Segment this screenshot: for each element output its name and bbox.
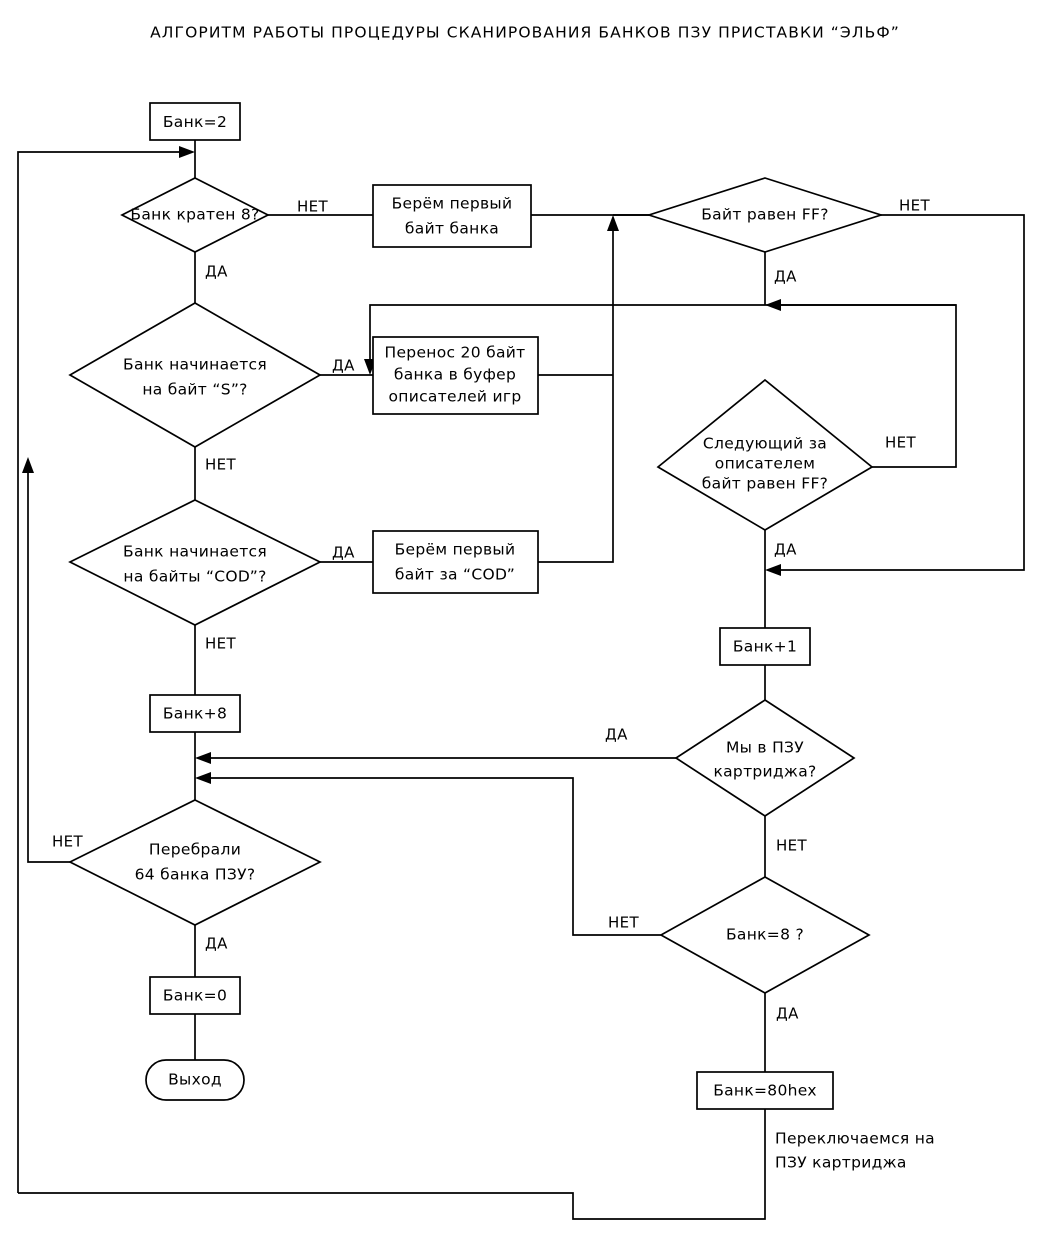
process-box bbox=[372, 336, 539, 415]
arrowhead-cod-up bbox=[607, 215, 619, 231]
node-process-bank-plus8[interactable]: Банк+8 bbox=[149, 694, 241, 733]
node-process-first-byte[interactable]: Берём первый байт банка bbox=[372, 184, 532, 248]
node-label: Банк=2 bbox=[163, 113, 227, 131]
node-decision-multiple8[interactable]: Банк кратен 8? bbox=[120, 177, 270, 253]
node-label-line1: Берём первый bbox=[395, 541, 516, 559]
node-label-line1: Перенос 20 байт bbox=[385, 344, 526, 362]
node-label-line3: описателей игр bbox=[389, 388, 522, 406]
branch-label-byteff-yes: ДА bbox=[774, 268, 797, 286]
process-box bbox=[149, 102, 241, 141]
node-label-line1: Мы в ПЗУ bbox=[726, 739, 804, 757]
connector-layer bbox=[17, 140, 1025, 1220]
process-box bbox=[149, 976, 241, 1015]
node-label: Банк кратен 8? bbox=[130, 206, 259, 224]
node-start-bank2[interactable]: Банк=2 bbox=[149, 102, 241, 141]
node-label: Банк=8 ? bbox=[726, 926, 804, 944]
node-decision-byte-ff[interactable]: Байт равен FF? bbox=[646, 177, 884, 253]
node-label-line1: Банк начинается bbox=[123, 356, 267, 374]
branch-label-bankeq8-no: НЕТ bbox=[608, 914, 640, 932]
branch-label-scanned64-no: НЕТ bbox=[52, 833, 84, 851]
conn-byteff-no bbox=[778, 214, 1025, 571]
node-decision-bank-eq8[interactable]: Банк=8 ? bbox=[659, 876, 871, 994]
decision-diamond bbox=[68, 302, 322, 448]
node-label: Банк=0 bbox=[163, 987, 227, 1005]
branch-label-starts-cod-no: НЕТ bbox=[205, 635, 237, 653]
annotation-line2: ПЗУ картриджа bbox=[775, 1154, 907, 1172]
annotation-switch-to-cart-rom: Переключаемся на ПЗУ картриджа bbox=[775, 1130, 935, 1172]
process-box bbox=[719, 627, 811, 666]
process-box bbox=[372, 184, 532, 248]
branch-label-starts-cod-yes: ДА bbox=[332, 544, 355, 562]
node-label: Байт равен FF? bbox=[701, 206, 829, 224]
decision-diamond bbox=[68, 499, 322, 626]
terminator-box bbox=[145, 1059, 245, 1101]
branch-label-scanned64-yes: ДА bbox=[205, 935, 228, 953]
node-label-line1: Берём первый bbox=[392, 195, 513, 213]
branch-label-multiple8-yes: ДА bbox=[205, 263, 228, 281]
decision-diamond bbox=[656, 378, 874, 531]
conn-outer-loop-to-start bbox=[17, 151, 182, 1193]
process-box bbox=[372, 530, 539, 594]
node-label: Выход bbox=[168, 1071, 222, 1089]
node-label-line2: на байты “COD”? bbox=[123, 568, 266, 586]
node-label-line2: байт банка bbox=[405, 220, 499, 238]
decision-diamond bbox=[659, 876, 871, 994]
node-process-bank80hex[interactable]: Банк=80hex bbox=[696, 1071, 834, 1110]
conn-bankeq8-no bbox=[208, 777, 676, 936]
node-label-line2: байт за “COD” bbox=[395, 566, 515, 584]
decision-diamond bbox=[674, 698, 856, 818]
node-process-copy20[interactable]: Перенос 20 байт банка в буфер описателей… bbox=[372, 336, 539, 415]
node-label-line2: описателем bbox=[715, 455, 815, 473]
arrowhead-outer-loop bbox=[179, 146, 195, 158]
arrowhead-byteff-no bbox=[765, 564, 781, 576]
branch-label-incart-yes: ДА bbox=[605, 726, 628, 744]
conn-bank80hex-return bbox=[18, 1109, 766, 1220]
node-label: Банк+8 bbox=[163, 705, 227, 723]
node-label-line2: банка в буфер bbox=[394, 366, 516, 384]
node-decision-scanned64[interactable]: Перебрали 64 банка ПЗУ? bbox=[68, 799, 322, 926]
node-process-bank-plus1[interactable]: Банк+1 bbox=[719, 627, 811, 666]
conn-firstafter-cod-up bbox=[538, 228, 614, 563]
node-decision-starts-cod[interactable]: Банк начинается на байты “COD”? bbox=[68, 499, 322, 626]
branch-label-nextff-no: НЕТ bbox=[885, 434, 917, 452]
process-box bbox=[149, 694, 241, 733]
conn-scanned64-no bbox=[27, 470, 120, 863]
branch-label-byteff-no: НЕТ bbox=[899, 197, 931, 215]
node-process-first-after-cod[interactable]: Берём первый байт за “COD” bbox=[372, 530, 539, 594]
node-label-line2: картриджа? bbox=[713, 763, 816, 781]
diagram-title: АЛГОРИТМ РАБОТЫ ПРОЦЕДУРЫ СКАНИРОВАНИЯ Б… bbox=[150, 24, 900, 42]
node-label-line2: на байт “S”? bbox=[142, 381, 247, 399]
arrowhead-bankeq8-no bbox=[195, 772, 211, 784]
branch-label-starts-s-no: НЕТ bbox=[205, 456, 237, 474]
annotation-line1: Переключаемся на bbox=[775, 1130, 935, 1148]
branch-label-nextff-yes: ДА bbox=[774, 541, 797, 559]
node-label: Банк=80hex bbox=[713, 1082, 817, 1100]
branch-label-multiple8-no: НЕТ bbox=[297, 198, 329, 216]
decision-diamond bbox=[646, 177, 884, 253]
decision-diamond bbox=[68, 799, 322, 926]
branch-label-incart-no: НЕТ bbox=[776, 837, 808, 855]
node-label-line1: Банк начинается bbox=[123, 543, 267, 561]
process-box bbox=[696, 1071, 834, 1110]
node-terminator-exit[interactable]: Выход bbox=[145, 1059, 245, 1101]
node-decision-starts-s[interactable]: Банк начинается на байт “S”? bbox=[68, 302, 322, 448]
arrowhead-scanned64-no bbox=[22, 457, 34, 473]
node-label-line2: 64 банка ПЗУ? bbox=[135, 866, 256, 884]
arrowhead-incart-yes bbox=[195, 752, 211, 764]
node-process-bank0[interactable]: Банк=0 bbox=[149, 976, 241, 1015]
branch-label-starts-s-yes: ДА bbox=[332, 357, 355, 375]
node-label-line1: Следующий за bbox=[703, 435, 827, 453]
node-label: Банк+1 bbox=[733, 638, 797, 656]
decision-diamond bbox=[120, 177, 270, 253]
node-label-line3: байт равен FF? bbox=[702, 475, 828, 493]
node-label-line1: Перебрали bbox=[149, 841, 241, 859]
node-decision-in-cart-rom[interactable]: Мы в ПЗУ картриджа? bbox=[674, 698, 856, 818]
conn-return-to-copy20 bbox=[369, 304, 956, 362]
branch-label-bankeq8-yes: ДА bbox=[776, 1005, 799, 1023]
node-decision-next-ff[interactable]: Следующий за описателем байт равен FF? bbox=[656, 378, 874, 531]
